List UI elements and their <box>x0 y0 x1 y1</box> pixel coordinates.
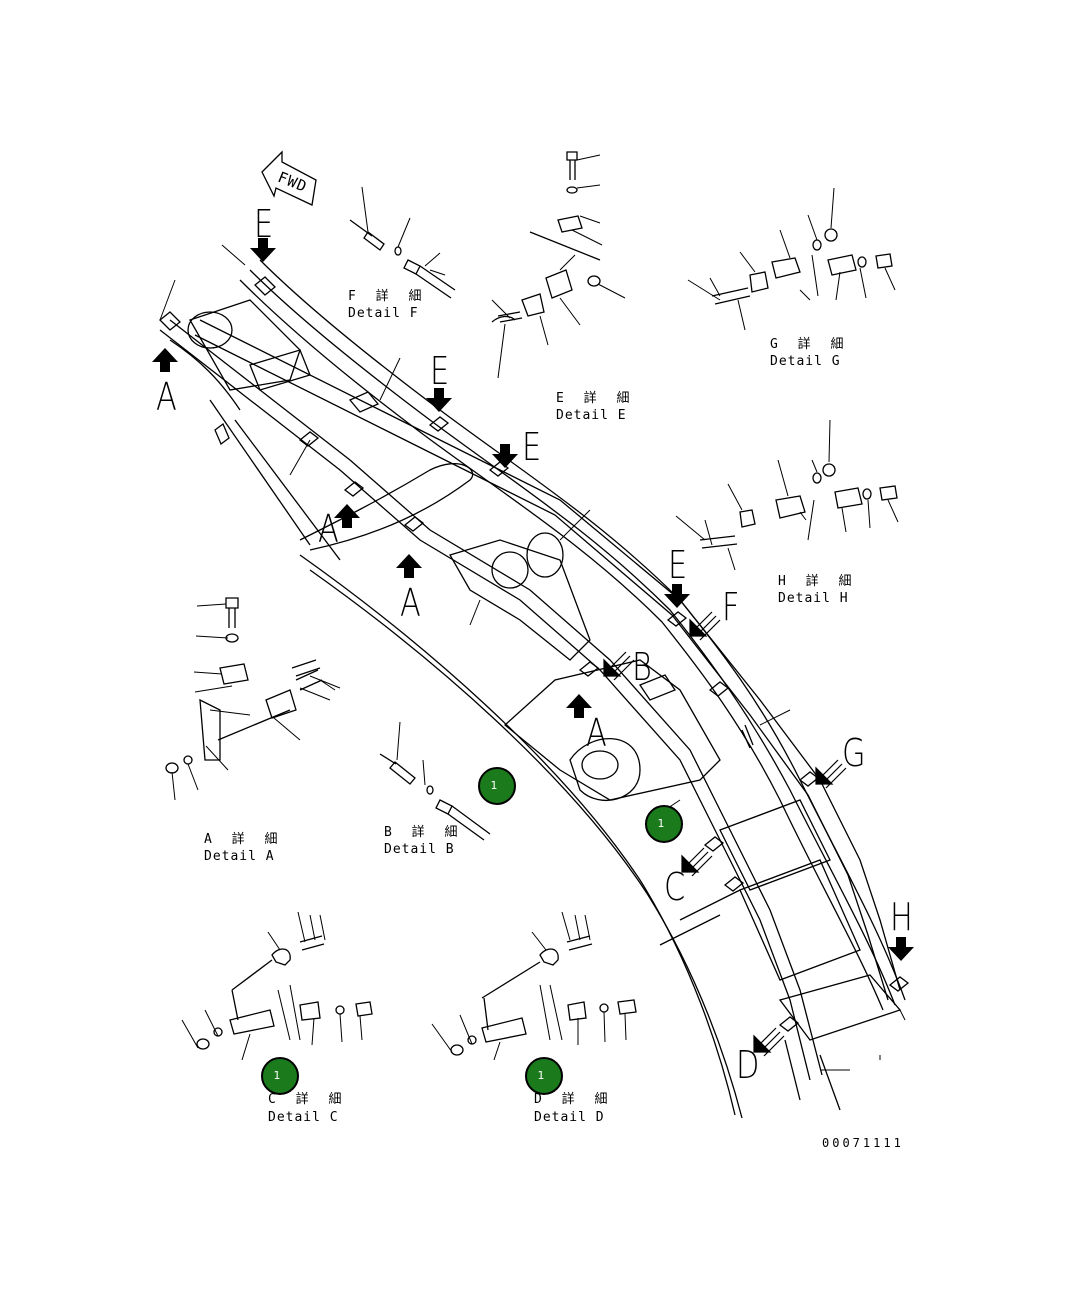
view-letter-g: G <box>842 731 866 775</box>
arrow-g-icon <box>815 759 847 789</box>
detail-b-caption-jp: B 詳 細 <box>384 825 464 840</box>
boom-structure <box>159 259 910 1119</box>
detail-f-caption-en: Detail F <box>348 306 419 321</box>
view-letter-a: A <box>586 711 607 755</box>
view-letter-e: E <box>254 202 274 246</box>
detail-b-parts <box>379 721 491 841</box>
arrow-f-icon <box>689 611 721 641</box>
detail-f-caption-jp: F 詳 細 <box>348 289 428 304</box>
view-letter-b: B <box>632 645 652 689</box>
arrow-e4-icon <box>664 584 690 608</box>
detail-h-caption-en: Detail H <box>778 591 849 606</box>
detail-e-caption-jp: E 詳 細 <box>556 391 636 406</box>
arrow-a2-icon <box>334 504 360 528</box>
part-callout-1[interactable]: 1 <box>478 767 516 805</box>
arrow-c-icon <box>681 847 713 877</box>
detail-g-parts <box>687 187 896 331</box>
arrow-e1-icon <box>250 238 276 262</box>
view-letter-e: E <box>522 425 542 469</box>
detail-d-caption-jp: D 詳 細 <box>534 1092 614 1107</box>
arrow-d-icon <box>753 1027 785 1057</box>
detail-g-caption-jp: G 詳 細 <box>770 337 850 352</box>
detail-b-caption-en: Detail B <box>384 842 455 857</box>
arrow-a1-icon <box>152 348 178 372</box>
detail-h-caption-jp: H 詳 細 <box>778 574 858 589</box>
view-letter-e: E <box>668 543 688 587</box>
arrow-e3-icon <box>492 444 518 468</box>
detail-a-caption-jp: A 詳 細 <box>204 832 284 847</box>
detail-f-parts <box>349 186 456 299</box>
hatched-arrows <box>603 611 847 1057</box>
detail-c-parts <box>181 911 373 1061</box>
arrow-a4-icon <box>566 694 592 718</box>
view-letter-h: H <box>890 895 913 939</box>
view-letter-c: C <box>664 865 686 909</box>
view-letter-d: D <box>736 1043 760 1087</box>
view-letter-a: A <box>400 581 421 625</box>
detail-d-parts <box>431 911 637 1061</box>
detail-e-caption-en: Detail E <box>556 408 627 423</box>
part-callout-1[interactable]: 1 <box>261 1057 299 1095</box>
arrow-h-icon <box>888 937 914 961</box>
detail-e-parts <box>491 151 626 379</box>
detail-h-parts <box>675 419 899 571</box>
detail-a-caption-en: Detail A <box>204 849 275 864</box>
detail-c-caption-jp: C 詳 細 <box>268 1092 348 1107</box>
drawing-number: 00071111 <box>822 1136 904 1150</box>
view-letter-f: F <box>722 585 740 629</box>
detail-c-caption-en: Detail C <box>268 1110 339 1125</box>
view-arrows <box>152 238 914 961</box>
part-callout-1[interactable]: 1 <box>645 805 683 843</box>
view-letter-a: A <box>156 375 177 419</box>
detail-d-caption-en: Detail D <box>534 1110 605 1125</box>
arrow-e2-icon <box>426 388 452 412</box>
view-letter-a: A <box>318 507 339 551</box>
arrow-a3-icon <box>396 554 422 578</box>
detail-a-parts <box>165 597 341 801</box>
fwd-arrow-sign <box>261 150 317 206</box>
detail-g-caption-en: Detail G <box>770 354 841 369</box>
arrow-b-icon <box>603 651 635 681</box>
part-callout-1[interactable]: 1 <box>525 1057 563 1095</box>
view-letter-e: E <box>430 349 450 393</box>
leader-lines <box>159 244 906 1071</box>
